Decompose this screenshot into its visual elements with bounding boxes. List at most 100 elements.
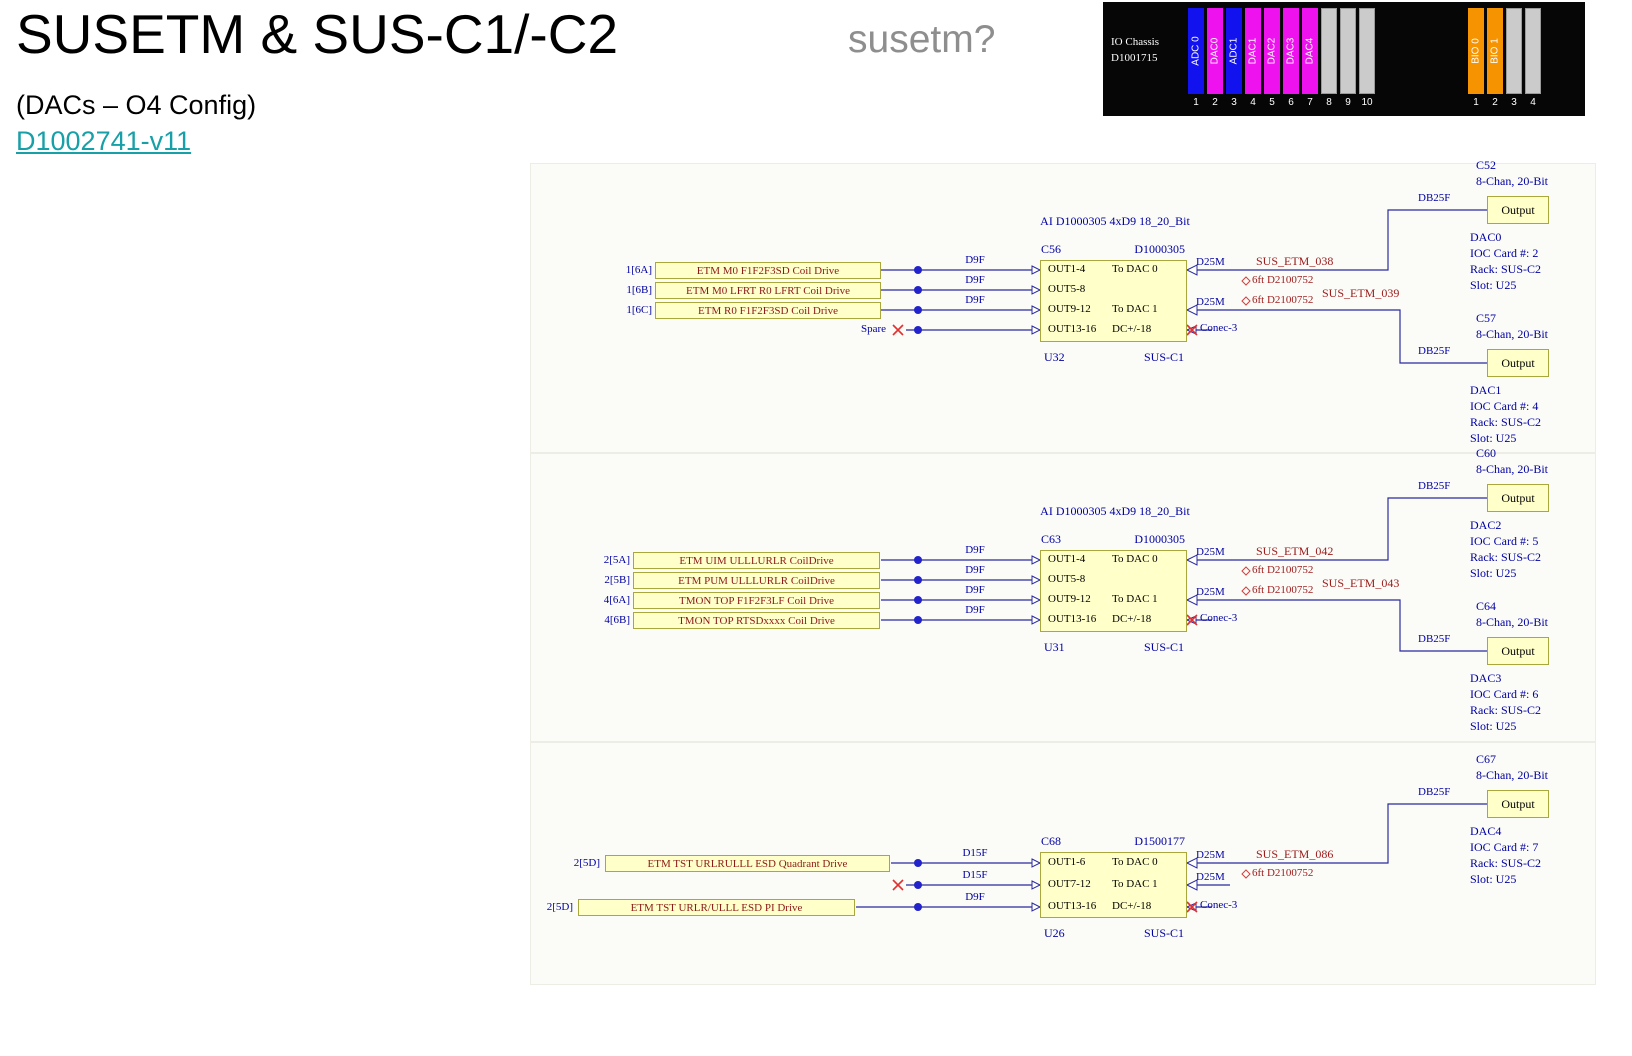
chip-row-to: To DAC 1: [1112, 593, 1158, 605]
output-rack: Rack: SUS-C2: [1470, 550, 1542, 564]
chip-row-out: OUT13-16: [1048, 900, 1097, 912]
cable-length: 6ft D2100752: [1252, 564, 1314, 576]
slot-number: 8: [1326, 97, 1332, 108]
input-signal-box: ETM UIM ULLLURLR CoilDrive: [633, 552, 880, 569]
x-mark-icon: [892, 324, 1198, 336]
chip-row-to: To DAC 0: [1112, 553, 1158, 565]
output-box: Output: [1487, 637, 1549, 665]
slot-number: 3: [1511, 97, 1517, 108]
input-signal-label: ETM TST URLR/ULLL ESD PI Drive: [630, 901, 803, 914]
output-slot: Slot: U25: [1470, 566, 1517, 580]
output-box-label: Output: [1501, 490, 1535, 505]
output-box: Output: [1487, 349, 1549, 377]
cable-length: 6ft D2100752: [1252, 294, 1314, 306]
chip-row-out: OUT13-16: [1048, 613, 1097, 625]
annotation-note: susetm?: [848, 18, 996, 61]
input-signal-box: ETM R0 F1F2F3SD Coil Drive: [655, 302, 881, 319]
cable-length: 6ft D2100752: [1252, 867, 1314, 879]
input-signal-label: ETM M0 LFRT R0 LFRT Coil Drive: [686, 284, 850, 297]
input-connector-label: D9F: [965, 254, 985, 266]
chip-row-out: OUT1-6: [1048, 856, 1086, 868]
chip-ref: C68: [1041, 834, 1062, 848]
chip-row-to: DC+/-18: [1112, 900, 1152, 912]
chip-row-to: To DAC 0: [1112, 856, 1158, 868]
power-connector-label: Conec-3: [1200, 612, 1238, 624]
diamond-marker-icon: [1241, 276, 1251, 306]
chassis-slot-bio0: BIO 0: [1468, 8, 1484, 94]
pin-arrow-icon: [1031, 857, 1198, 912]
output-rack: Rack: SUS-C2: [1470, 856, 1542, 870]
cable-name: SUS_ETM_043: [1322, 576, 1400, 590]
page-subtitle: (DACs – O4 Config): [16, 90, 257, 120]
output-box-label: Output: [1501, 796, 1535, 811]
chassis-slot-dac2: DAC2: [1264, 8, 1280, 94]
cable-name: SUS_ETM_086: [1256, 847, 1334, 861]
input-signal-box: ETM M0 LFRT R0 LFRT Coil Drive: [655, 282, 881, 299]
input-connector-label: D9F: [965, 604, 985, 616]
chip-row-to: To DAC 0: [1112, 263, 1158, 275]
slot-number: 1: [1193, 97, 1199, 108]
output-card: IOC Card #: 2: [1470, 246, 1539, 260]
chip-row-out: OUT7-12: [1048, 878, 1091, 890]
chassis-slot-empty: [1321, 8, 1337, 94]
ai-chip-box: [1040, 550, 1187, 632]
input-prefix: 1[6A]: [625, 264, 652, 276]
chip-row-out: OUT1-4: [1048, 263, 1086, 275]
input-prefix: 2[5D]: [573, 857, 600, 869]
pin-arrow-icon: [1031, 554, 1198, 625]
slot-number: 5: [1269, 97, 1275, 108]
input-connector-label: D9F: [965, 544, 985, 556]
input-connector-label: D15F: [962, 869, 988, 881]
chassis-slot-adc1: ADC1: [1226, 8, 1242, 94]
chip-part: D1000305: [1134, 532, 1185, 546]
junction-dot: [914, 859, 922, 911]
input-signal-label: TMON TOP F1F2F3LF Coil Drive: [678, 594, 835, 607]
cable-length: 6ft D2100752: [1252, 274, 1314, 286]
wires-block-2: [881, 497, 1487, 652]
chip-row-out: OUT9-12: [1048, 303, 1091, 315]
input-prefix: 1[6B]: [626, 284, 652, 296]
ai-chip-box: [1040, 852, 1187, 918]
chip-designator: U26: [1044, 926, 1065, 940]
power-connector-label: Conec-3: [1200, 322, 1238, 334]
chip-part: D1000305: [1134, 242, 1185, 256]
chassis-slot-dac3: DAC3: [1283, 8, 1299, 94]
input-connector-label: D9F: [965, 294, 985, 306]
chassis-slot-bio1: BIO 1: [1487, 8, 1503, 94]
chip-row-to: To DAC 1: [1112, 878, 1158, 890]
chip-designator: U31: [1044, 640, 1065, 654]
chip-designator: U32: [1044, 350, 1065, 364]
cable-name: SUS_ETM_042: [1256, 544, 1334, 558]
output-dac: DAC3: [1470, 671, 1502, 685]
junction-dot: [914, 266, 922, 334]
chip-row-to: DC+/-18: [1112, 613, 1152, 625]
output-dac: DAC4: [1470, 824, 1502, 838]
diamond-marker-icon: [1241, 869, 1251, 879]
cable-connector-label: D25M: [1196, 871, 1225, 883]
input-signal-label: ETM R0 F1F2F3SD Coil Drive: [698, 304, 838, 317]
doc-link[interactable]: D1002741-v11: [16, 126, 192, 156]
chip-row-out: OUT5-8: [1048, 283, 1086, 295]
output-box: Output: [1487, 484, 1549, 512]
input-connector-label: D9F: [965, 274, 985, 286]
cable-connector-label: D25M: [1196, 296, 1225, 308]
slot-number: 3: [1231, 97, 1237, 108]
input-prefix: 2[5A]: [603, 554, 630, 566]
output-connector-label: DB25F: [1418, 192, 1451, 204]
slot-number: 4: [1530, 97, 1536, 108]
slot-number: 9: [1345, 97, 1351, 108]
chip-row-out: OUT1-4: [1048, 553, 1086, 565]
chassis-slot-dac0: DAC0: [1207, 8, 1223, 94]
output-chan: 8-Chan, 20-Bit: [1476, 615, 1548, 629]
chip-row-out: OUT13-16: [1048, 323, 1097, 335]
io-chassis: IO Chassis D1001715 ADC 0 DAC0 ADC1 DAC1…: [1103, 2, 1585, 116]
chip-row-to: DC+/-18: [1112, 323, 1152, 335]
output-box-label: Output: [1501, 643, 1535, 658]
slot-number: 1: [1473, 97, 1479, 108]
power-connector-label: Conec-3: [1200, 899, 1238, 911]
output-box-label: Output: [1501, 355, 1535, 370]
input-connector-label: D9F: [965, 891, 985, 903]
output-dac: DAC1: [1470, 383, 1502, 397]
input-connector-label: D15F: [962, 847, 988, 859]
chassis-slot-empty: [1340, 8, 1356, 94]
